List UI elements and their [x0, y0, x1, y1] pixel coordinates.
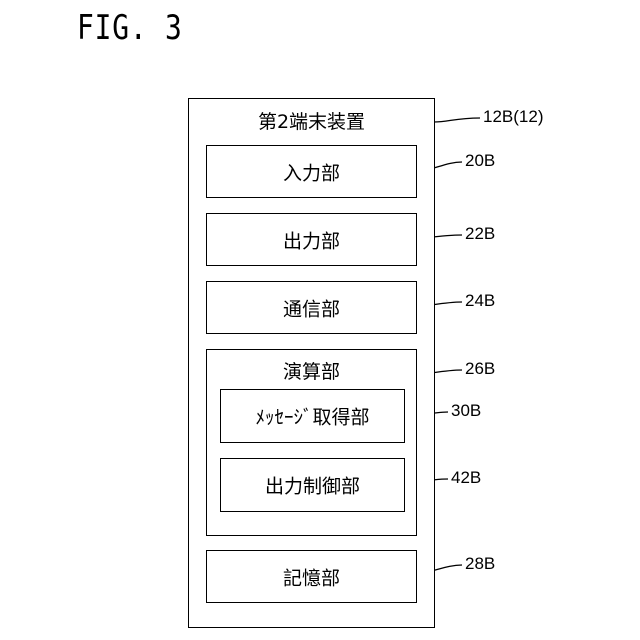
- device-label: 第2端末装置: [189, 107, 434, 134]
- output-control-unit-box: 出力制御部: [220, 458, 405, 512]
- ref-28b: 28B: [465, 554, 495, 574]
- output-unit-label: 出力部: [207, 226, 416, 253]
- ref-30b: 30B: [451, 401, 481, 421]
- memory-unit-box: 記憶部: [206, 550, 417, 603]
- input-unit-label: 入力部: [207, 158, 416, 185]
- ref-42b: 42B: [451, 468, 481, 488]
- ref-24b: 24B: [465, 291, 495, 311]
- message-acquisition-unit-box: ﾒｯｾｰｼﾞ取得部: [220, 389, 405, 443]
- communication-unit-box: 通信部: [206, 281, 417, 334]
- ref-12b: 12B(12): [483, 107, 543, 127]
- communication-unit-label: 通信部: [207, 294, 416, 321]
- ref-26b: 26B: [465, 359, 495, 379]
- ref-20b: 20B: [465, 151, 495, 171]
- leader-12b: [434, 118, 480, 122]
- message-acquisition-unit-label: ﾒｯｾｰｼﾞ取得部: [221, 403, 404, 430]
- memory-unit-label: 記憶部: [207, 563, 416, 590]
- output-unit-box: 出力部: [206, 213, 417, 266]
- ref-22b: 22B: [465, 224, 495, 244]
- input-unit-box: 入力部: [206, 145, 417, 198]
- computation-unit-label: 演算部: [207, 357, 416, 384]
- output-control-unit-label: 出力制御部: [221, 472, 404, 499]
